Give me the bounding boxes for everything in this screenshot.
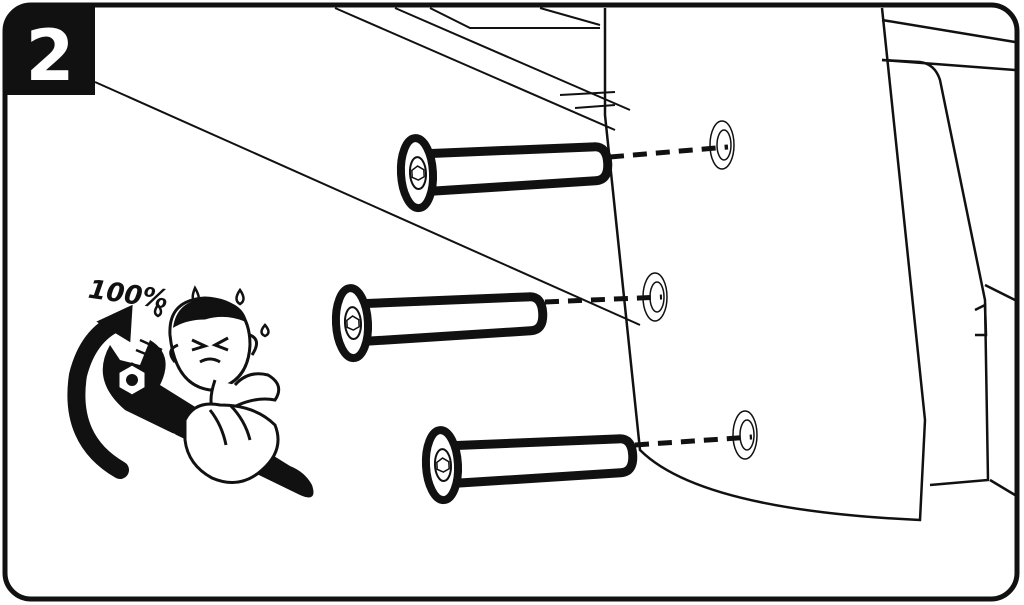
rotation-arrow-icon [67,304,133,479]
bolt-hole-top [709,120,735,170]
frame-tube [94,7,641,326]
alignment-guides [544,144,753,448]
bolt-hole-bottom [732,410,758,460]
step-number: 2 [26,15,75,97]
sweat-drops [153,285,270,338]
guide-middle [544,294,663,305]
step-number-badge: 2 [5,5,95,97]
straining-person-icon [168,296,281,484]
guide-top [609,144,729,160]
guide-bottom [634,434,753,448]
motion-lines [135,338,163,362]
upright-plate [603,7,1016,522]
